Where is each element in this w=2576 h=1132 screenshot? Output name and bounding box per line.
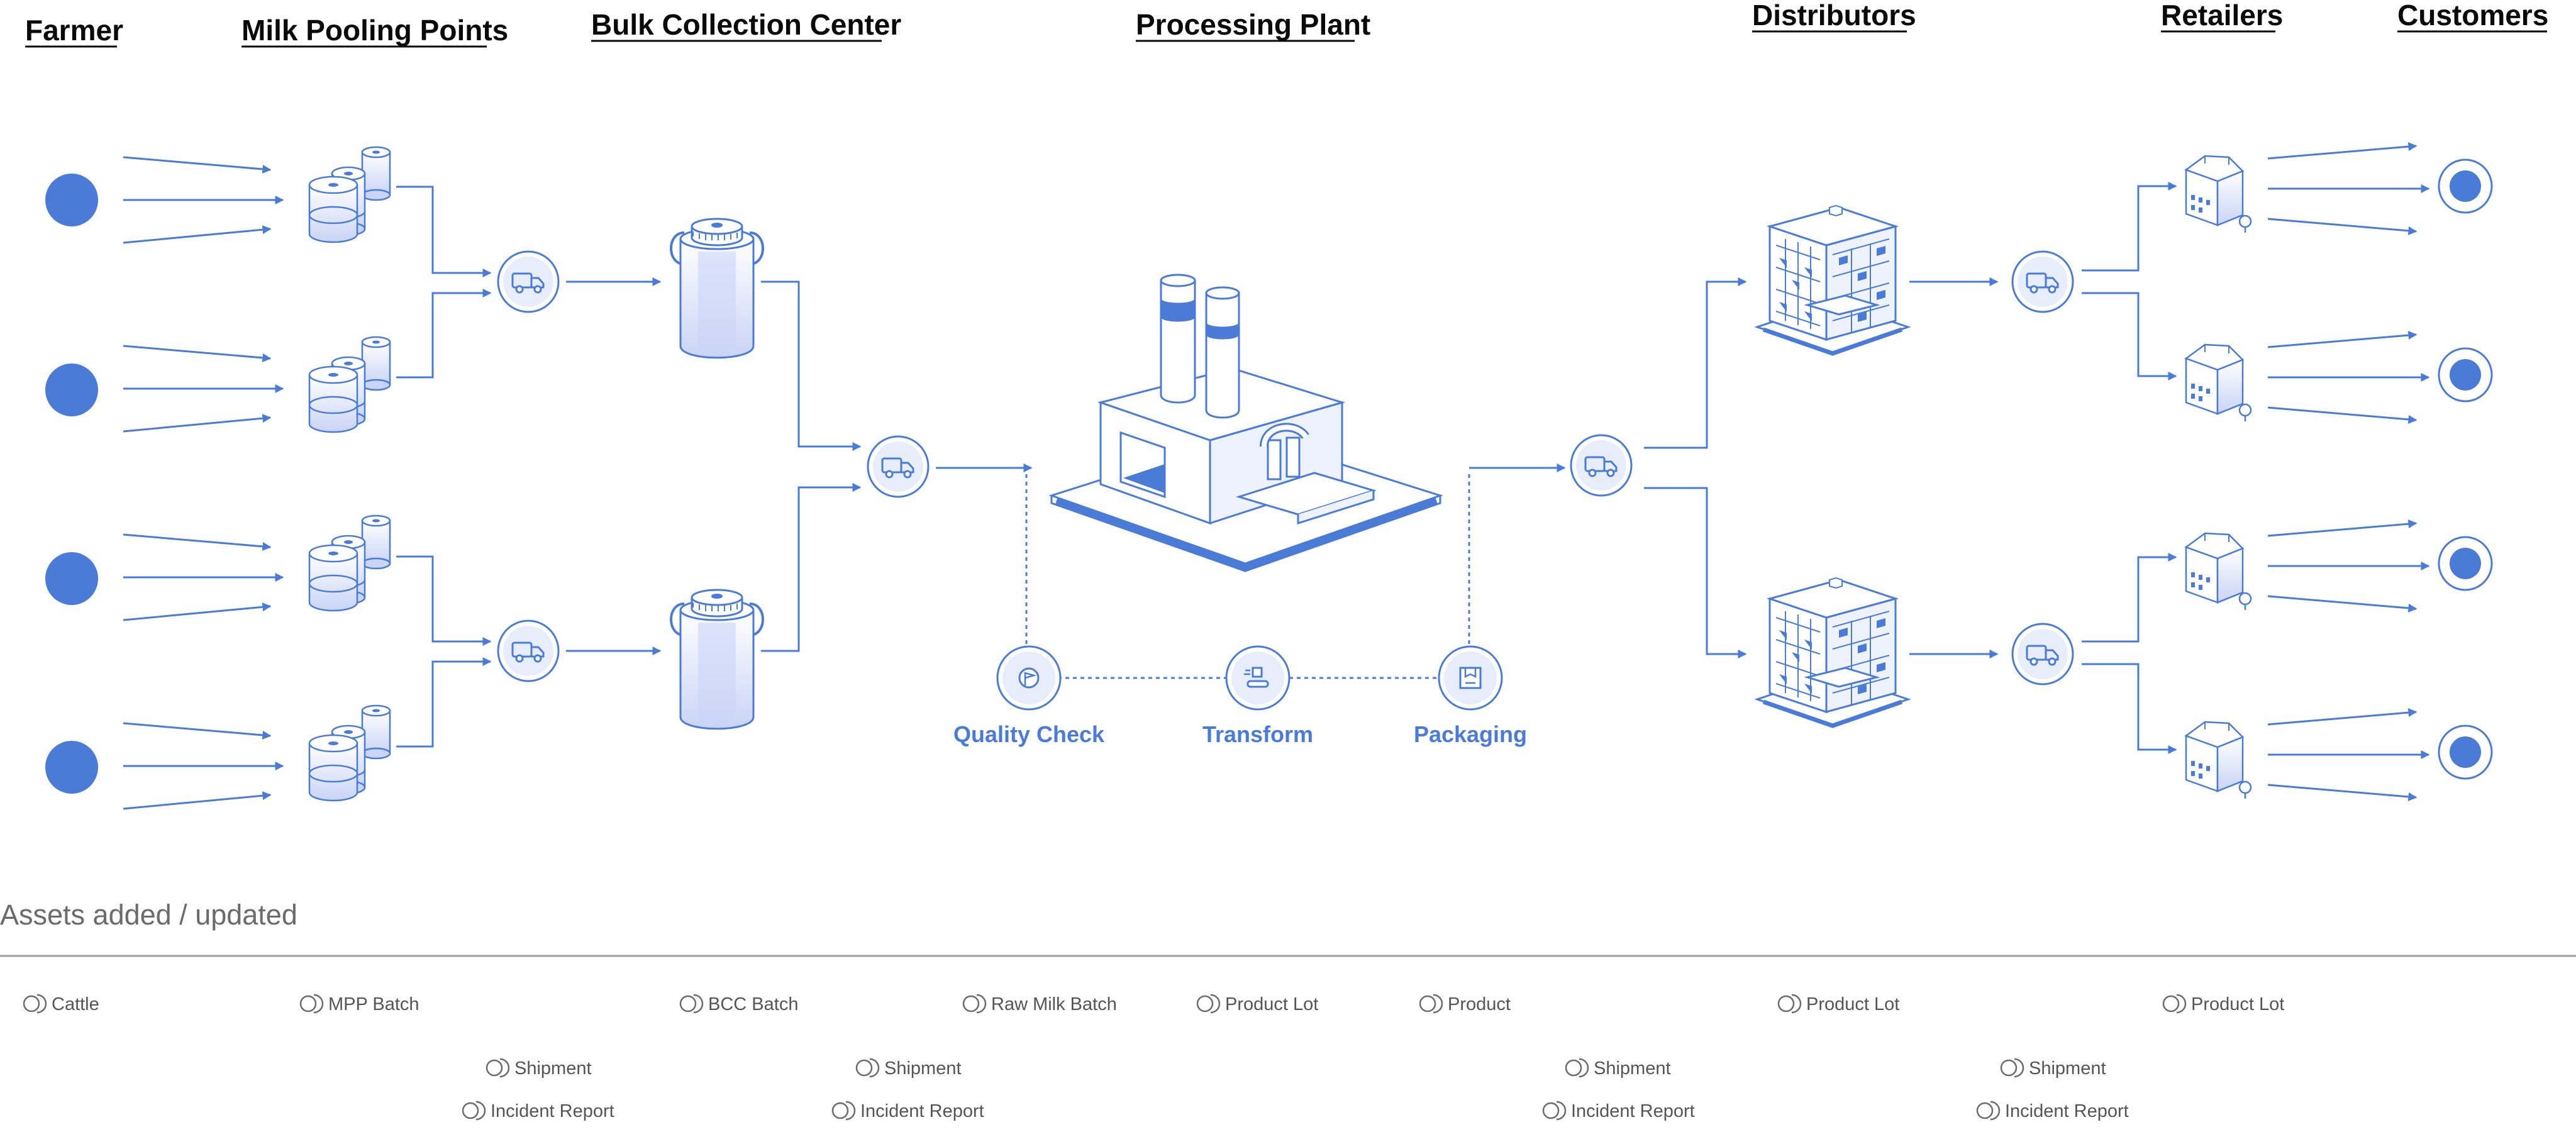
truck-to-distributor-connectors <box>1644 277 1747 658</box>
customer-ring-icon <box>2438 724 2493 780</box>
asset-mpp-incident-report[interactable]: Incident Report <box>491 1101 614 1121</box>
header-milk-pooling-points: Milk Pooling Points <box>242 14 508 47</box>
process-step-connectors <box>1025 474 1470 679</box>
transform-icon <box>1244 667 1269 688</box>
asset-token-icon <box>2162 994 2187 1014</box>
asset-distributor-shipment[interactable]: Shipment <box>1594 1058 1671 1079</box>
asset-retailer-shipment[interactable]: Shipment <box>2029 1058 2106 1079</box>
milk-cans-icon <box>308 336 391 433</box>
asset-token-icon <box>462 1101 486 1121</box>
asset-token-icon <box>679 994 704 1014</box>
header-distributors: Distributors <box>1752 0 1916 31</box>
header-retailers: Retailers <box>2161 0 2283 31</box>
warehouse-icon <box>1757 206 1908 353</box>
truck-to-retailer-connectors <box>2082 182 2177 754</box>
asset-token-icon <box>1565 1058 1589 1078</box>
asset-bcc-batch[interactable]: BCC Batch <box>708 994 798 1014</box>
milk-cans-icon <box>308 146 391 243</box>
asset-token-icon <box>855 1058 880 1078</box>
asset-distributor-incident-report[interactable]: Incident Report <box>1571 1101 1695 1121</box>
retailer-to-customer-arrows <box>2267 142 2430 801</box>
milk-container-icon <box>670 218 764 359</box>
header-bulk-collection-center: Bulk Collection Center <box>591 8 901 41</box>
customer-ring-icon <box>2438 536 2493 591</box>
asset-token-icon <box>831 1101 856 1121</box>
quality-check-label: Quality Check <box>953 721 1105 747</box>
truck-icon[interactable] <box>867 435 930 498</box>
asset-token-icon <box>1976 1101 2001 1121</box>
asset-token-icon <box>1777 994 1802 1014</box>
asset-token-icon <box>486 1058 510 1078</box>
header-farmer: Farmer <box>25 14 123 47</box>
packaging-step[interactable] <box>1438 645 1503 711</box>
quality-seal-icon <box>1018 667 1040 689</box>
asset-token-icon <box>299 994 324 1014</box>
farmer-node <box>45 174 98 226</box>
truck-icon[interactable] <box>1570 434 1633 497</box>
warehouse-icon <box>1757 578 1908 726</box>
customer-ring-icon <box>2438 347 2493 402</box>
asset-cattle[interactable]: Cattle <box>52 994 99 1014</box>
package-icon <box>1459 667 1482 689</box>
transform-step[interactable] <box>1225 645 1291 711</box>
asset-token-icon <box>1196 994 1221 1014</box>
distributor-to-truck-arrows <box>1909 277 1999 658</box>
farmer-node <box>45 741 98 794</box>
asset-token-icon <box>962 994 987 1014</box>
bulk-to-truck-connectors <box>761 280 862 652</box>
asset-token-icon <box>2000 1058 2024 1078</box>
asset-mpp-batch[interactable]: MPP Batch <box>328 994 419 1014</box>
assets-section-title: Assets added / updated <box>0 899 297 931</box>
milk-container-icon <box>670 589 764 730</box>
milk-cans-icon <box>308 514 391 612</box>
store-icon <box>2185 155 2252 234</box>
asset-token-icon <box>1542 1101 1567 1121</box>
asset-retailer-product-lot[interactable]: Product Lot <box>2191 994 2284 1014</box>
transform-label: Transform <box>1202 721 1313 747</box>
milk-cans-icon <box>308 704 391 802</box>
asset-retailer-incident-report[interactable]: Incident Report <box>2005 1101 2129 1121</box>
truck-icon[interactable] <box>2011 250 2074 313</box>
packaging-label: Packaging <box>1414 721 1527 747</box>
farmer-node <box>45 363 98 416</box>
customer-ring-icon <box>2438 158 2493 214</box>
farmer-to-pooling-arrows <box>123 156 284 810</box>
asset-product[interactable]: Product <box>1448 994 1511 1014</box>
factory-icon <box>1048 274 1443 572</box>
truck-icon[interactable] <box>497 619 560 682</box>
pooling-to-truck-connectors <box>396 186 492 748</box>
truck-icon[interactable] <box>497 250 560 313</box>
asset-token-icon <box>23 994 47 1014</box>
store-icon <box>2185 343 2252 423</box>
asset-mpp-shipment[interactable]: Shipment <box>514 1058 592 1079</box>
quality-check-step[interactable] <box>996 645 1062 711</box>
farmer-node <box>45 552 98 605</box>
header-customers: Customers <box>2397 0 2548 31</box>
asset-bcc-incident-report[interactable]: Incident Report <box>860 1101 984 1121</box>
asset-raw-milk-batch[interactable]: Raw Milk Batch <box>991 994 1117 1014</box>
column-headers: Farmer Milk Pooling Points Bulk Collecti… <box>25 0 2548 48</box>
asset-plant-product-lot[interactable]: Product Lot <box>1225 994 1318 1014</box>
pooling-point-nodes <box>308 146 391 802</box>
store-icon <box>2185 532 2252 611</box>
farmer-nodes <box>45 174 98 794</box>
header-processing-plant: Processing Plant <box>1136 8 1370 41</box>
asset-token-icon <box>1419 994 1443 1014</box>
truck-icon[interactable] <box>2011 623 2074 685</box>
asset-bcc-shipment[interactable]: Shipment <box>884 1058 962 1079</box>
asset-distributor-product-lot[interactable]: Product Lot <box>1806 994 1899 1014</box>
truck-to-bulk-arrows <box>566 277 662 655</box>
store-icon <box>2185 721 2252 800</box>
